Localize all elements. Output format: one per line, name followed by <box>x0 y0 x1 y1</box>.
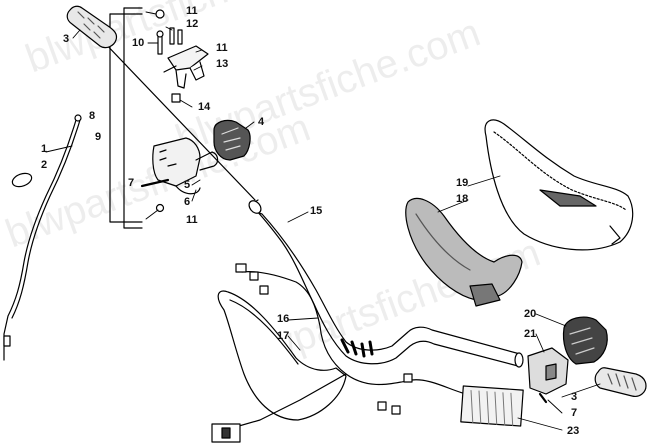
switch-housing-4 <box>213 119 251 161</box>
callout-17: 16 <box>277 313 290 325</box>
callout-13: 12 <box>186 18 199 30</box>
handlebar <box>248 199 524 368</box>
callout-7-right: 7 <box>571 407 578 419</box>
callout-14: 13 <box>216 58 229 70</box>
callout-1: 1 <box>41 143 48 155</box>
callout-21: 20 <box>524 308 537 320</box>
switch-housing-21 <box>562 316 608 365</box>
throttle-bracket <box>163 45 209 89</box>
screw-7-right <box>538 392 548 404</box>
left-grip <box>66 5 118 49</box>
callout-2: 2 <box>41 159 48 171</box>
seat-cover-20 <box>484 119 634 251</box>
callout-7-left: 7 <box>128 177 135 189</box>
callout-23: 23 <box>567 425 580 437</box>
callout-12: 11 <box>216 42 228 54</box>
right-grip <box>594 367 647 397</box>
washer-top <box>155 9 165 19</box>
throttle-cable <box>3 114 82 361</box>
callout-22: 21 <box>524 328 537 340</box>
callout-6: 6 <box>184 196 191 208</box>
heater-element <box>460 385 524 427</box>
callout-15: 14 <box>198 101 211 113</box>
handlebar-pad <box>217 290 347 421</box>
callout-3-right: 3 <box>571 391 578 403</box>
leader-lines <box>45 11 601 431</box>
callout-8: 8 <box>89 110 96 122</box>
callout-11-bottom: 11 <box>186 214 198 226</box>
callout-18: 17 <box>277 330 290 342</box>
pin-13 <box>169 27 183 45</box>
lever-housing-5 <box>152 137 219 195</box>
cable-clip-2 <box>11 172 33 188</box>
callout-9: 9 <box>95 131 102 143</box>
callout-10: 10 <box>132 37 145 49</box>
bracket-lines <box>109 7 143 229</box>
callout-4: 4 <box>258 116 265 128</box>
callout-20: 19 <box>456 177 469 189</box>
leader-diagonal <box>99 37 256 201</box>
callout-16: 15 <box>310 205 323 217</box>
wiring-harness <box>211 263 467 443</box>
screw-7-left <box>140 178 170 188</box>
lever-block-22 <box>527 347 569 395</box>
bolt-10 <box>156 30 164 55</box>
callout-19: 18 <box>456 193 469 205</box>
callout-11-top: 11 <box>186 5 198 17</box>
callout-5: 5 <box>184 179 191 191</box>
callout-3-left: 3 <box>63 33 70 45</box>
part-15 <box>171 93 181 103</box>
seat-pad-19 <box>405 197 523 307</box>
